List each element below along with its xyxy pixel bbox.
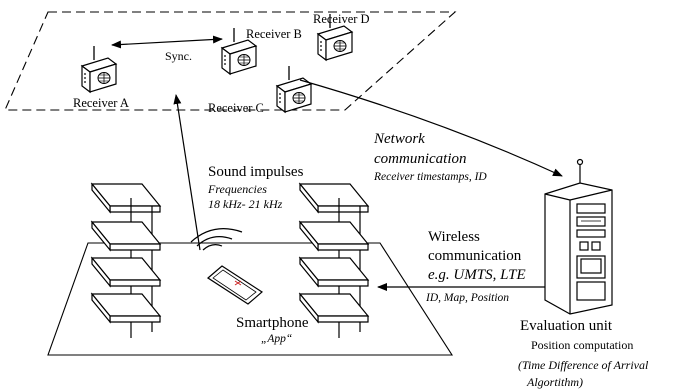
sound-detail-line2: 18 kHz- 21 kHz [208, 197, 283, 211]
wireless-payload: ID, Map, Position [425, 292, 509, 304]
sound-waves-icon [190, 228, 243, 251]
wireless-title-line2: communication [428, 248, 522, 264]
receiver-d-label: Receiver D [313, 12, 370, 26]
network-title-line2: communication [374, 151, 466, 167]
shelf-right [299, 183, 369, 338]
evaluation-method-line1: (Time Difference of Arrival [518, 358, 649, 372]
smartphone-icon [207, 265, 263, 305]
sound-impulse-arrow [173, 94, 201, 251]
smartphone-label: Smartphone [236, 315, 309, 331]
sync-arrow [111, 35, 223, 49]
ceiling-plane [4, 11, 457, 111]
receiver-c-label: Receiver C [208, 101, 264, 115]
evaluation-unit-icon [544, 158, 613, 315]
evaluation-method-line2: Algortithm) [526, 375, 583, 389]
network-detail: Receiver timestamps, ID [373, 171, 487, 183]
evaluation-detail: Position computation [531, 338, 633, 352]
receiver-a-label: Receiver A [73, 96, 129, 110]
shelf-left [91, 183, 161, 338]
sync-label: Sync. [165, 49, 192, 63]
evaluation-title: Evaluation unit [520, 318, 613, 334]
receiver-c-icon [276, 65, 312, 113]
network-communication-arrow [299, 79, 563, 177]
wireless-title-line1: Wireless [428, 229, 480, 245]
smartphone-app-label: „App“ [261, 333, 292, 345]
network-title-line1: Network [373, 131, 425, 147]
receiver-a-icon [81, 45, 117, 93]
wireless-detail: e.g. UMTS, LTE [428, 267, 526, 283]
receiver-b-label: Receiver B [246, 27, 302, 41]
sound-title: Sound impulses [208, 164, 304, 180]
sound-detail-line1: Frequencies [207, 182, 267, 196]
